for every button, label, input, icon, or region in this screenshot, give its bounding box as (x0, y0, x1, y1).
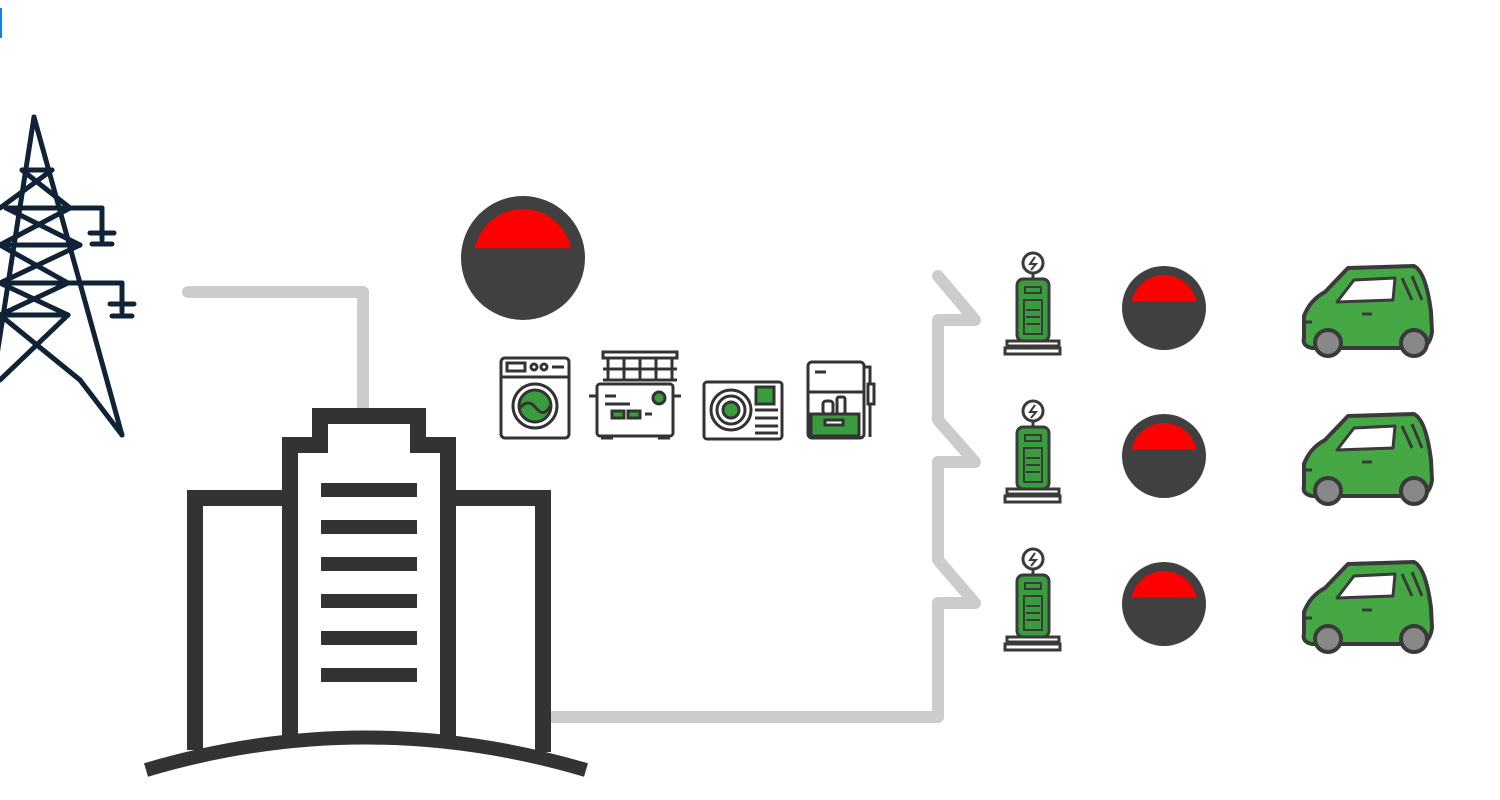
ev-charging-station-icon (1003, 547, 1062, 652)
building-windows (321, 483, 417, 682)
refrigerator-icon (806, 360, 876, 440)
power-tower-icon (0, 114, 137, 438)
building-window-stripe (321, 594, 417, 608)
charger-meter-gauge (1122, 562, 1206, 646)
grid-to-building-wire (182, 286, 369, 416)
building-window-stripe (321, 668, 417, 682)
building-window-stripe (321, 520, 417, 534)
ev-charging-station-icon (1003, 399, 1062, 504)
car-wheel (1399, 476, 1429, 506)
electric-car-icon (1301, 560, 1434, 654)
washing-machine-icon (499, 356, 571, 440)
building-window-stripe (321, 483, 417, 497)
ev-charging-station-icon (1003, 251, 1062, 356)
charging-rows (1003, 251, 1434, 654)
kitchen-appliance-icon (589, 350, 681, 440)
charging-row (1003, 547, 1434, 654)
charging-row (1003, 399, 1434, 506)
building-to-chargers-wire (546, 270, 981, 723)
charging-row (1003, 251, 1434, 358)
office-building-icon (144, 408, 588, 777)
car-wheel (1313, 328, 1343, 358)
car-wheel (1313, 476, 1343, 506)
wiring (182, 270, 981, 723)
car-wheel (1313, 624, 1343, 654)
charger-meter-gauge (1122, 414, 1206, 498)
electric-car-icon (1301, 264, 1434, 358)
corner-accent-mark (0, 8, 2, 38)
building-window-stripe (321, 557, 417, 571)
charger-meter-gauge (1122, 266, 1206, 350)
car-wheel (1399, 624, 1429, 654)
building-window-stripe (321, 631, 417, 645)
electric-car-icon (1301, 412, 1434, 506)
air-conditioner-icon (702, 380, 784, 441)
building-meter-gauge (461, 196, 585, 320)
car-wheel (1399, 328, 1429, 358)
